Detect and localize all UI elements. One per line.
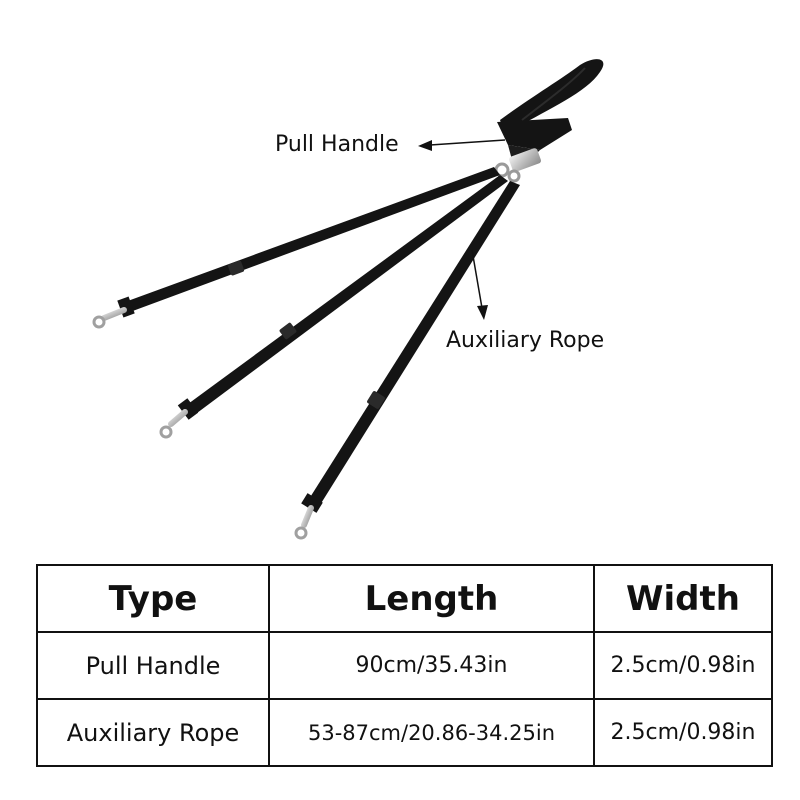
pull-handle-arrow-icon xyxy=(418,139,506,151)
table-header-row: Type Length Width xyxy=(36,564,773,633)
cell-type: Auxiliary Rope xyxy=(36,698,270,767)
auxiliary-rope-arrow-icon xyxy=(471,249,488,320)
cell-type: Pull Handle xyxy=(36,631,270,700)
auxiliary-strap-3 xyxy=(294,181,520,540)
header-width: Width xyxy=(593,564,773,633)
pull-handle-strap xyxy=(497,59,604,162)
header-length: Length xyxy=(268,564,595,633)
cell-length: 53-87cm/20.86-34.25in xyxy=(268,698,595,767)
spec-table: Type Length Width Pull Handle 90cm/35.43… xyxy=(36,564,773,767)
table-row: Pull Handle 90cm/35.43in 2.5cm/0.98in xyxy=(36,631,773,700)
pull-handle-label: Pull Handle xyxy=(275,132,399,157)
header-type: Type xyxy=(36,564,270,633)
cell-width: 2.5cm/0.98in xyxy=(593,698,773,767)
auxiliary-strap-1 xyxy=(92,167,500,329)
cell-width: 2.5cm/0.98in xyxy=(593,631,773,700)
cell-length: 90cm/35.43in xyxy=(268,631,595,700)
auxiliary-rope-label: Auxiliary Rope xyxy=(446,328,605,353)
leash-product-image xyxy=(92,59,604,540)
auxiliary-strap-2 xyxy=(159,175,508,439)
table-row: Auxiliary Rope 53-87cm/20.86-34.25in 2.5… xyxy=(36,698,773,767)
